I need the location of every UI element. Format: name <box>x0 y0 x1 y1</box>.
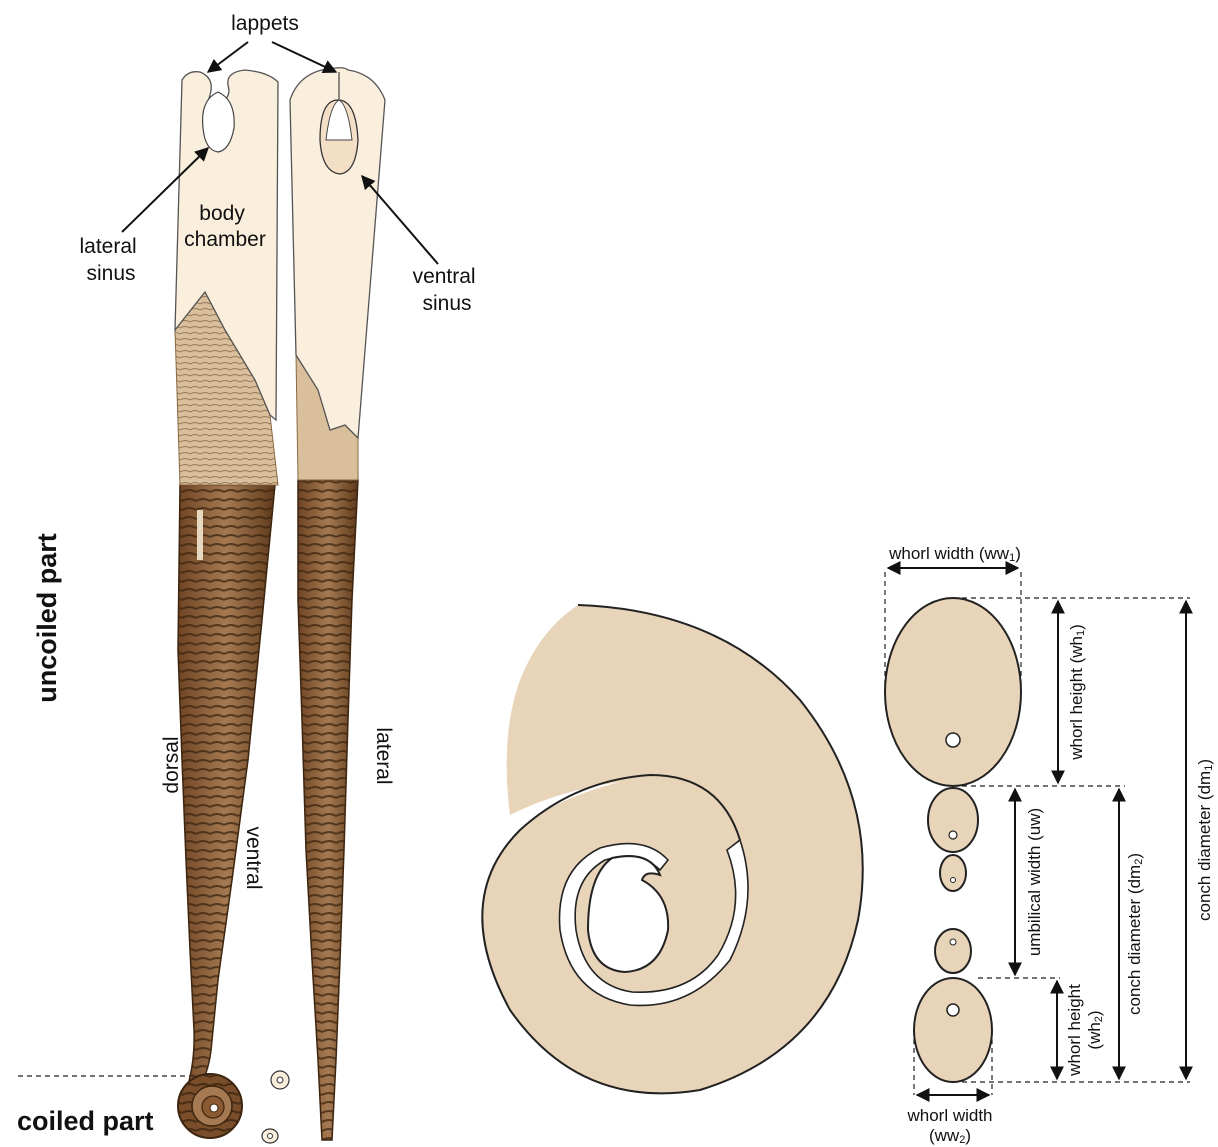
conch-outer-whorl <box>482 605 862 1093</box>
label-ventral: ventral <box>242 826 265 889</box>
spiral-conch <box>482 605 862 1093</box>
label-whorl-height-2-line1: whorl height <box>1065 984 1084 1077</box>
label-uncoiled-part: uncoiled part <box>32 533 62 703</box>
whorl-section-2b <box>914 978 992 1082</box>
label-conch-diameter-2: conch diameter (dm2) <box>1125 853 1145 1015</box>
label-conch-diameter-1: conch diameter (dm1) <box>1195 759 1215 921</box>
right-shell-ventral-view <box>290 68 385 1140</box>
whorl-section-1 <box>885 598 1021 786</box>
small-cross-sections <box>262 1071 289 1143</box>
whorl-section-2a <box>928 788 978 852</box>
label-lateral-sinus: lateral sinus <box>79 235 142 285</box>
left-shell-coil <box>178 1074 242 1138</box>
label-coiled-part: coiled part <box>17 1106 154 1136</box>
lateral-sinus-opening <box>203 92 235 152</box>
label-umbilical-width: umbilical width (uw) <box>1025 808 1044 956</box>
label-whorl-height-1: whorl height (wh1) <box>1067 624 1087 761</box>
whorl-section-3a <box>940 855 966 891</box>
cross-section <box>885 598 1021 1082</box>
label-whorl-height-2-line2: (wh2) <box>1085 1010 1105 1049</box>
label-lateral: lateral <box>372 727 395 784</box>
label-ventral-sinus: ventral sinus <box>413 265 482 315</box>
label-dorsal: dorsal <box>160 736 183 793</box>
label-whorl-width-2-line1: whorl width <box>906 1106 992 1125</box>
label-whorl-width-1: whorl width (ww1) <box>888 544 1021 564</box>
whorl-section-3b <box>935 929 971 973</box>
label-lappets: lappets <box>231 12 299 35</box>
conch-umbilicus <box>588 856 668 972</box>
label-whorl-width-2-line2: (ww2) <box>929 1126 971 1146</box>
